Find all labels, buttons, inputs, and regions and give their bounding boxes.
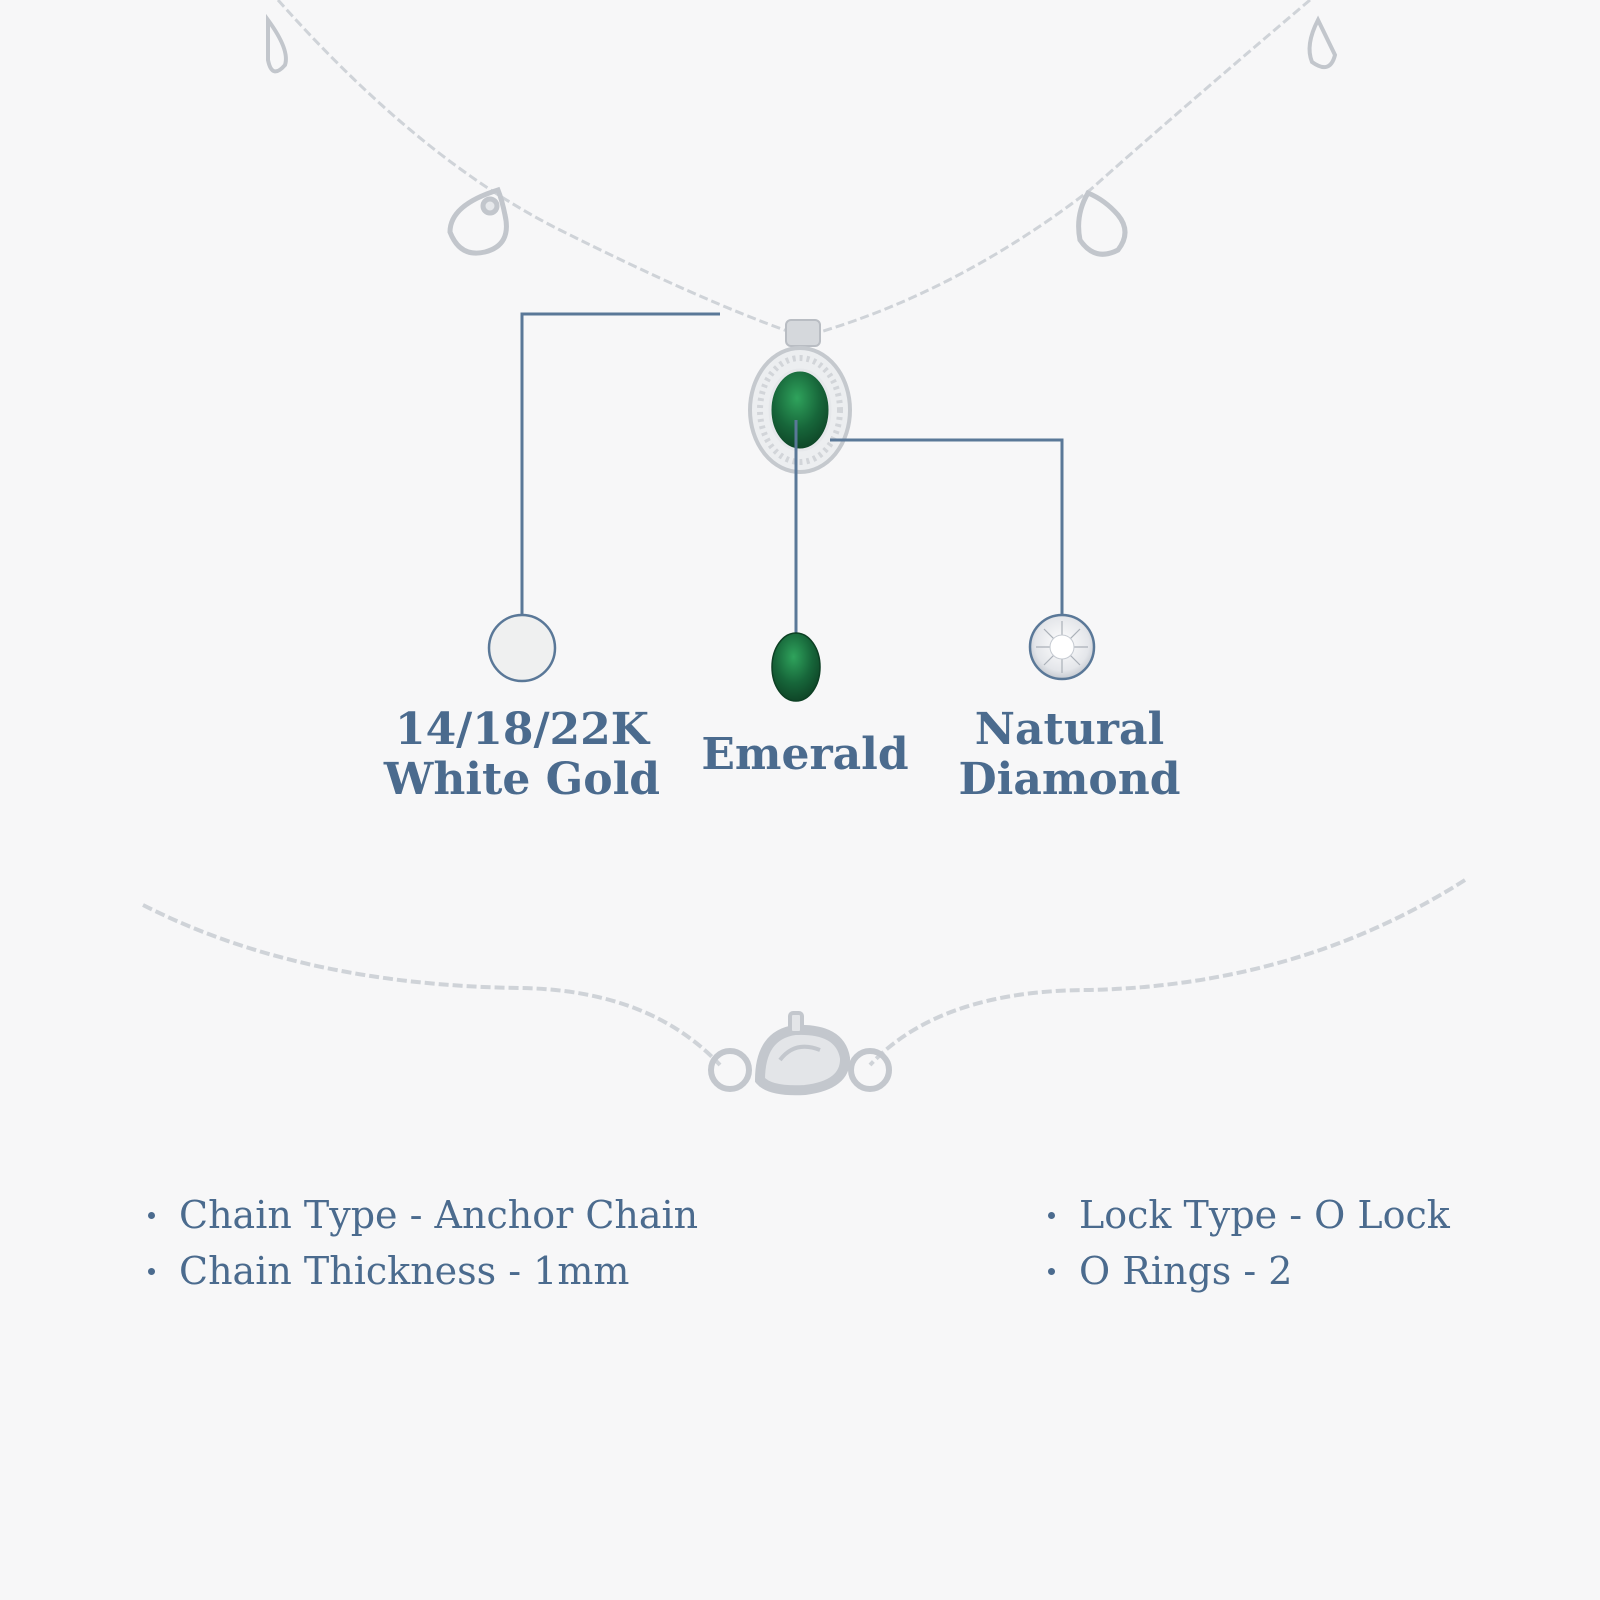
- spec-lock-type: Lock Type - O Lock: [1045, 1187, 1450, 1243]
- diamond-gem-icon: [1028, 613, 1096, 681]
- material-label-line: Diamond: [958, 754, 1181, 805]
- emerald-gem-icon: [771, 632, 821, 702]
- teardrop-charm-icon: [266, 13, 288, 74]
- material-label-line: Natural: [974, 704, 1165, 755]
- material-label-white-gold: 14/18/22K White Gold: [372, 705, 672, 805]
- spec-o-rings: O Rings - 2: [1045, 1243, 1450, 1299]
- anchor-chain-right: [868, 878, 1467, 1067]
- teardrop-charm-icon: [447, 186, 509, 256]
- chain-specs-right: Lock Type - O Lock O Rings - 2: [1045, 1187, 1450, 1299]
- material-label-line: White Gold: [383, 754, 661, 805]
- teardrop-charm-icon: [1307, 15, 1338, 70]
- necklace-chain-right: [819, 0, 1311, 334]
- white-gold-swatch-icon: [487, 613, 557, 683]
- material-label-diamond: Natural Diamond: [942, 705, 1197, 805]
- material-label-line: Emerald: [701, 729, 909, 780]
- emerald-pendant: [748, 319, 852, 474]
- teardrop-charm-icon: [1076, 189, 1128, 257]
- material-label-line: 14/18/22K: [394, 704, 650, 755]
- o-lock-clasp-icon: [708, 1011, 892, 1096]
- chain-specs-left: Chain Type - Anchor Chain Chain Thicknes…: [145, 1187, 698, 1299]
- material-label-emerald: Emerald: [680, 730, 930, 780]
- anchor-chain-left: [142, 903, 722, 1067]
- necklace-chain-left: [276, 0, 791, 334]
- spec-chain-thickness: Chain Thickness - 1mm: [145, 1243, 698, 1299]
- callout-lines: [520, 312, 1064, 637]
- spec-chain-type: Chain Type - Anchor Chain: [145, 1187, 698, 1243]
